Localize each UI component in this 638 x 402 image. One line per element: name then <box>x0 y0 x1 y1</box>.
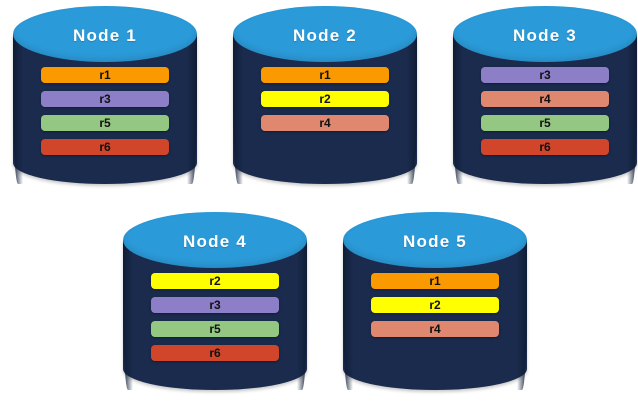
node-label: Node 5 <box>403 232 467 251</box>
record-bar-r4[interactable]: r4 <box>261 115 389 131</box>
node-label: Node 1 <box>73 26 137 45</box>
record-bar-r6[interactable]: r6 <box>151 345 279 361</box>
database-node-1[interactable]: Node 1 r1 r3 r5 r6 <box>13 6 197 184</box>
record-bar-r3[interactable]: r3 <box>481 67 609 83</box>
record-list: r3 r4 r5 r6 <box>453 67 637 155</box>
cylinder-top-disc[interactable]: Node 3 <box>453 6 637 62</box>
record-bar-r4[interactable]: r4 <box>371 321 499 337</box>
database-node-2[interactable]: Node 2 r1 r2 r4 <box>233 6 417 184</box>
database-node-4[interactable]: Node 4 r2 r3 r5 r6 <box>123 212 307 390</box>
record-bar-r1[interactable]: r1 <box>41 67 169 83</box>
record-bar-r3[interactable]: r3 <box>41 91 169 107</box>
record-list: r1 r3 r5 r6 <box>13 67 197 155</box>
record-bar-r4[interactable]: r4 <box>481 91 609 107</box>
cylinder-top-disc[interactable]: Node 2 <box>233 6 417 62</box>
record-bar-r5[interactable]: r5 <box>151 321 279 337</box>
record-bar-r2[interactable]: r2 <box>261 91 389 107</box>
record-bar-r3[interactable]: r3 <box>151 297 279 313</box>
record-bar-r2[interactable]: r2 <box>151 273 279 289</box>
record-bar-r5[interactable]: r5 <box>41 115 169 131</box>
record-bar-r6[interactable]: r6 <box>481 139 609 155</box>
record-bar-r1[interactable]: r1 <box>371 273 499 289</box>
cylinder-top-disc[interactable]: Node 4 <box>123 212 307 268</box>
node-label: Node 3 <box>513 26 577 45</box>
node-label: Node 2 <box>293 26 357 45</box>
record-bar-r2[interactable]: r2 <box>371 297 499 313</box>
record-list: r1 r2 r4 <box>343 273 527 337</box>
record-bar-r5[interactable]: r5 <box>481 115 609 131</box>
record-list: r2 r3 r5 r6 <box>123 273 307 361</box>
node-label: Node 4 <box>183 232 247 251</box>
cylinder-top-disc[interactable]: Node 1 <box>13 6 197 62</box>
record-bar-r1[interactable]: r1 <box>261 67 389 83</box>
record-bar-r6[interactable]: r6 <box>41 139 169 155</box>
database-node-3[interactable]: Node 3 r3 r4 r5 r6 <box>453 6 637 184</box>
database-node-5[interactable]: Node 5 r1 r2 r4 <box>343 212 527 390</box>
record-list: r1 r2 r4 <box>233 67 417 131</box>
cylinder-top-disc[interactable]: Node 5 <box>343 212 527 268</box>
